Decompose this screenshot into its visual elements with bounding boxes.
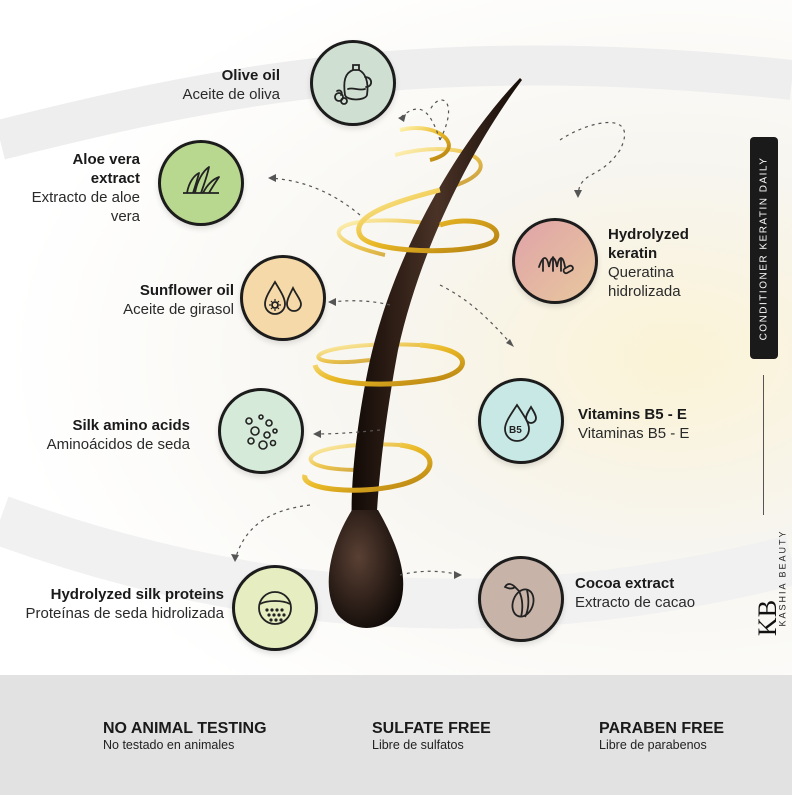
olive-oil-jar-icon <box>334 64 373 105</box>
cocoa-label: Cocoa extract Extracto de cacao <box>575 574 695 612</box>
claim-subtitle: No testado en animales <box>103 738 235 752</box>
divider <box>763 375 764 515</box>
claim-paraben-free: PARABEN FREE Libre de parabenos <box>599 720 724 752</box>
silk-amino-acids-label: Silk amino acids Aminoácidos de seda <box>47 416 190 454</box>
ingredient-name-es: Queratina hidrolizada <box>608 264 681 300</box>
keratin-circle <box>512 218 598 304</box>
silk-cocoon-icon <box>258 591 292 625</box>
product-name-tab: CONDITIONER KERATIN DAILY <box>750 137 778 359</box>
ingredient-name: Hydrolyzed keratin <box>608 226 689 262</box>
ingredient-name: Cocoa extract <box>575 575 675 592</box>
ingredient-name: Sunflower oil <box>139 282 234 299</box>
keratin-label: Hydrolyzed keratin Queratina hidrolizada <box>608 225 728 301</box>
claim-no-animal-testing: NO ANIMAL TESTING No testado en animales <box>103 720 267 752</box>
claim-subtitle: Libre de parabenos <box>599 738 707 752</box>
logo-wordmark: KASHIA BEAUTY <box>777 529 788 627</box>
cocoa-pod-icon <box>503 583 535 618</box>
ingredient-name-es: Aceite de girasol <box>123 301 234 318</box>
ingredient-name: Silk amino acids <box>72 417 190 434</box>
hair-strand-illustration <box>302 78 522 628</box>
claim-title: NO ANIMAL TESTING <box>103 720 267 737</box>
claim-title: PARABEN FREE <box>599 720 725 737</box>
keratin-strand-icon <box>538 256 574 275</box>
ingredient-name: Aloe vera extract <box>72 151 140 187</box>
claim-subtitle: Libre de sulfatos <box>372 738 464 752</box>
olive-oil-circle <box>310 40 396 126</box>
aloe-vera-label: Aloe vera extract Extracto de aloe vera <box>30 150 140 226</box>
cocoa-circle <box>478 556 564 642</box>
claims-footer: NO ANIMAL TESTING No testado en animales… <box>0 675 792 795</box>
ingredient-name-es: Aceite de oliva <box>182 86 280 103</box>
brand-logo: KB KASHIA BEAUTY <box>748 529 788 655</box>
sunflower-oil-label: Sunflower oil Aceite de girasol <box>123 281 234 319</box>
sunflower-oil-circle <box>240 255 326 341</box>
sunflower-oil-drops-icon <box>264 280 302 315</box>
ingredient-name: Vitamins B5 - E <box>578 406 687 423</box>
dashed-connectors <box>231 99 626 579</box>
infographic-canvas: Olive oil Aceite de oliva Aloe vera extr… <box>0 40 792 655</box>
ingredient-name-es: Aminoácidos de seda <box>46 436 190 453</box>
ingredient-name-es: Extracto de aloe vera <box>31 189 140 225</box>
ingredient-name-es: Proteínas de seda hidrolizada <box>25 605 224 622</box>
molecules-icon <box>245 414 278 450</box>
claim-sulfate-free: SULFATE FREE Libre de sulfatos <box>372 720 491 752</box>
aloe-vera-circle <box>158 140 244 226</box>
claim-title: SULFATE FREE <box>372 720 491 737</box>
vitamins-label: Vitamins B5 - E Vitaminas B5 - E <box>578 405 689 443</box>
vitamins-circle: B5 <box>478 378 564 464</box>
silk-amino-acids-circle <box>218 388 304 474</box>
svg-text:B5: B5 <box>509 425 522 436</box>
silk-proteins-circle <box>232 565 318 651</box>
ingredient-name: Hydrolyzed silk proteins <box>50 586 224 603</box>
vitamin-drops-icon: B5 <box>504 403 537 442</box>
aloe-vera-icon <box>183 166 220 194</box>
olive-oil-label: Olive oil Aceite de oliva <box>182 66 280 104</box>
ingredient-name: Olive oil <box>221 67 280 84</box>
ingredient-name-es: Vitaminas B5 - E <box>578 425 690 442</box>
ingredient-name-es: Extracto de cacao <box>575 594 696 611</box>
silk-proteins-label: Hydrolyzed silk proteins Proteínas de se… <box>14 585 224 623</box>
product-name: CONDITIONER KERATIN DAILY <box>758 156 770 340</box>
